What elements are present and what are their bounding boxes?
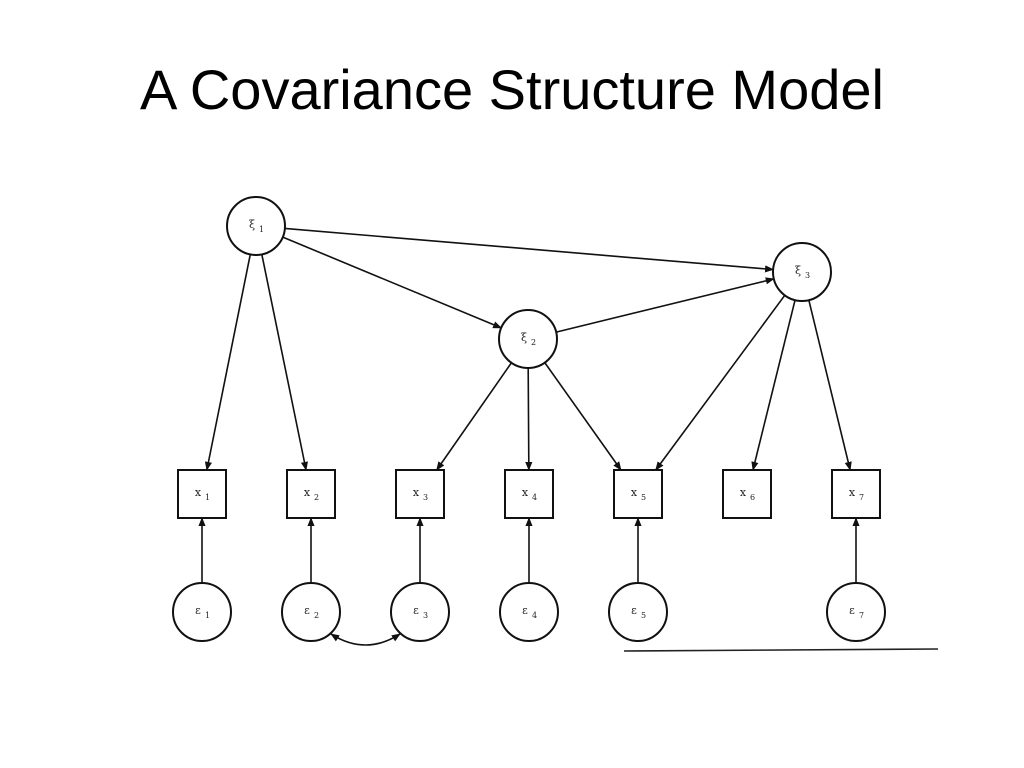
node-x6-shape [722,469,772,519]
node-x7-subscript: 7 [859,493,864,502]
node-e7-symbol: ε [849,604,855,617]
node-x5-subscript: 5 [641,493,646,502]
arrow-xi2-to-x5 [544,362,622,471]
node-x3-symbol: x [413,486,420,499]
node-xi3-symbol: ξ [795,264,801,277]
node-x2-symbol: x [304,486,311,499]
node-xi2-shape [498,309,558,369]
arrow-xi1-to-x2 [261,254,308,471]
node-xi3-subscript: 3 [805,271,810,280]
arrow-xi2-to-x3 [436,362,513,471]
arrow-xi2-to-xi3 [555,277,775,333]
node-e2-shape [281,582,341,642]
node-e5-shape [608,582,668,642]
node-x4-subscript: 4 [532,493,537,502]
arrow-xi3-to-x5 [655,294,786,471]
bottom-rule [623,648,939,652]
node-x1-shape [177,469,227,519]
node-xi1-symbol: ξ [249,218,255,231]
node-e4-subscript: 4 [532,611,537,620]
node-e7-subscript: 7 [859,611,864,620]
node-x3-subscript: 3 [423,493,428,502]
node-x4-symbol: x [522,486,529,499]
arrow-xi1-to-xi3 [284,227,774,273]
node-xi3-shape [772,242,832,302]
covariance-e2-e3 [330,633,401,646]
arrow-xi1-to-xi2 [282,236,503,329]
node-e1-symbol: ε [195,604,201,617]
node-e2-subscript: 2 [314,611,319,620]
node-xi2-subscript: 2 [531,338,536,347]
node-e1-shape [172,582,232,642]
node-x7-shape [831,469,881,519]
arrow-xi1-to-x1 [204,254,252,471]
arrow-xi2-to-x4 [525,367,533,471]
node-x5-shape [613,469,663,519]
node-x5-symbol: x [631,486,638,499]
node-xi1-shape [226,196,286,256]
arrow-xi3-to-x7 [808,299,852,471]
edges-layer [198,227,860,646]
node-x1-symbol: x [195,486,202,499]
node-xi1-subscript: 1 [259,225,264,234]
arrow-xi3-to-x6 [751,299,796,471]
node-x4-shape [504,469,554,519]
node-e3-shape [390,582,450,642]
node-x3-shape [395,469,445,519]
node-e4-shape [499,582,559,642]
node-e2-symbol: ε [304,604,310,617]
node-x7-symbol: x [849,486,856,499]
node-x2-shape [286,469,336,519]
node-x6-subscript: 6 [750,493,755,502]
node-xi2-symbol: ξ [521,331,527,344]
node-e1-subscript: 1 [205,611,210,620]
node-e3-symbol: ε [413,604,419,617]
node-x2-subscript: 2 [314,493,319,502]
node-e5-symbol: ε [631,604,637,617]
node-x6-symbol: x [740,486,747,499]
node-x1-subscript: 1 [205,493,210,502]
slide-title: A Covariance Structure Model [140,58,884,121]
node-e4-symbol: ε [522,604,528,617]
node-e5-subscript: 5 [641,611,646,620]
node-e7-shape [826,582,886,642]
node-e3-subscript: 3 [423,611,428,620]
